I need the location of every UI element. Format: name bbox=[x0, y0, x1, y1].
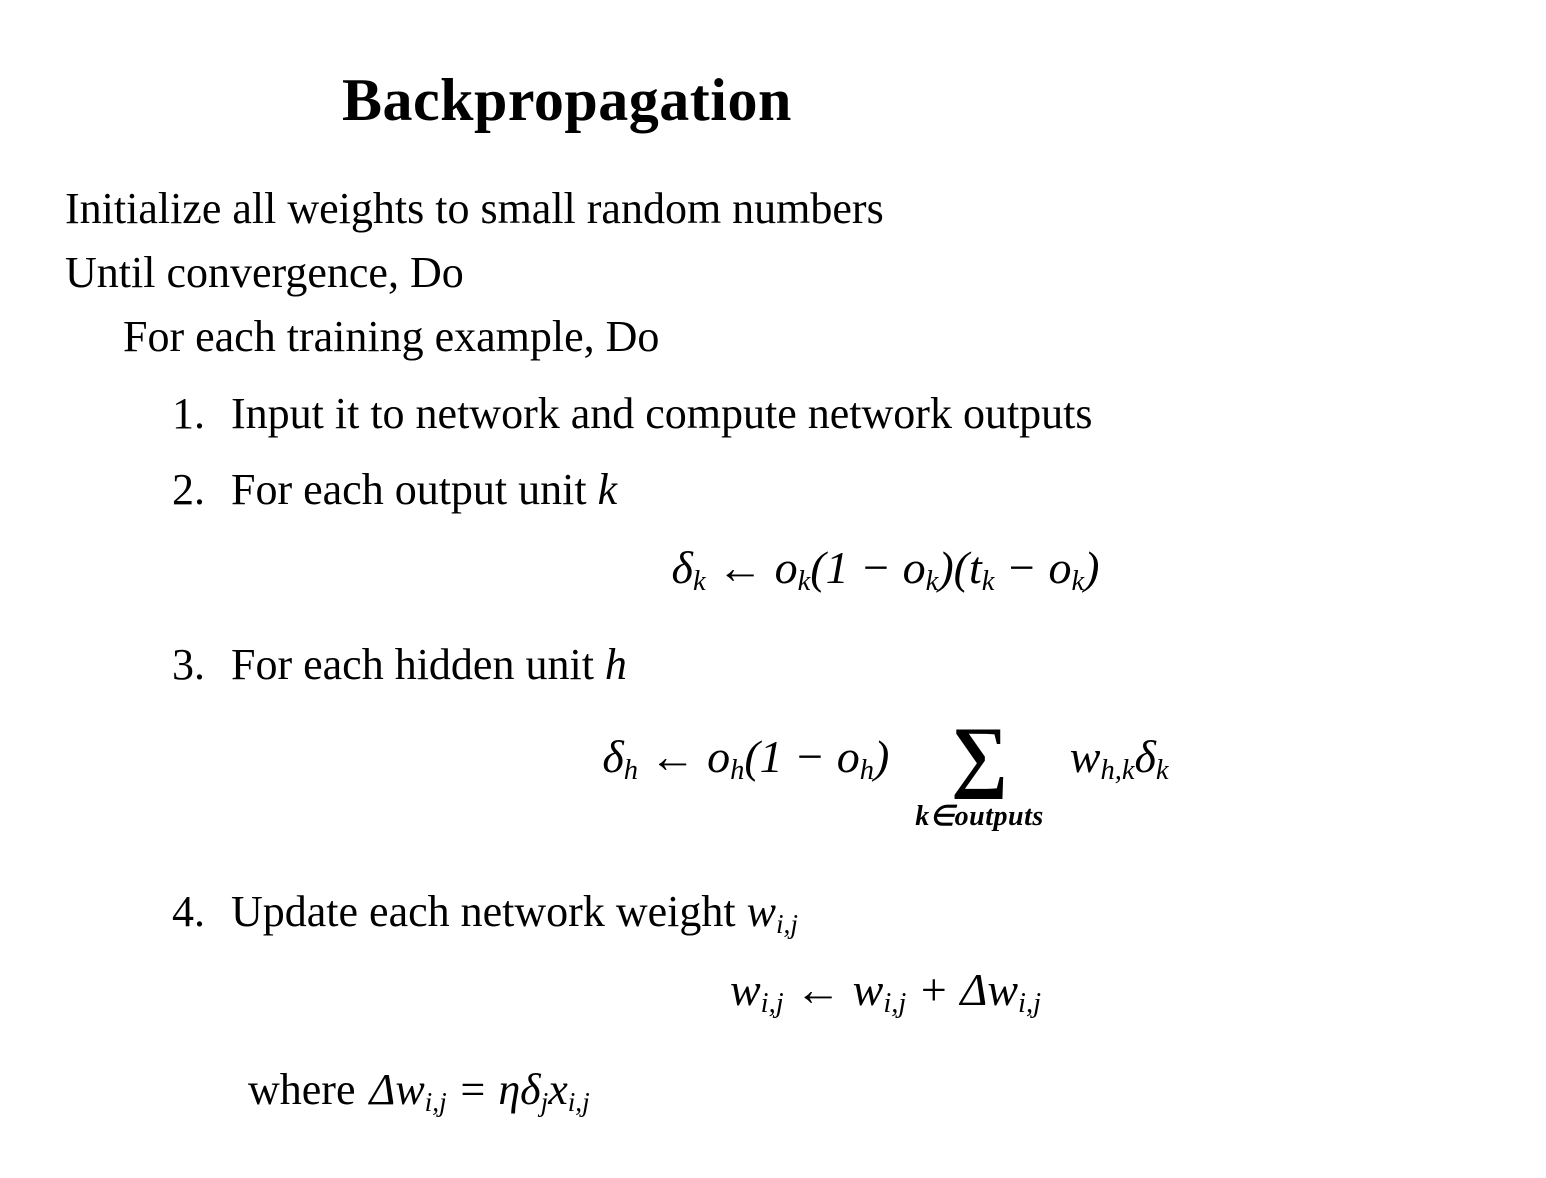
formula-output-delta: δk ← ok(1 − ok)(tk − ok) bbox=[671, 542, 1100, 598]
step-1-text: Input it to network and compute network … bbox=[231, 389, 1093, 438]
step-4-math-weight: wi,j bbox=[746, 886, 798, 939]
summation-block: ∑ k∈outputs bbox=[915, 712, 1044, 833]
slide-title: Backpropagation bbox=[342, 67, 792, 133]
step-3-number: 3. bbox=[172, 640, 205, 689]
formula-hidden-delta-right: wh,kδk bbox=[1069, 730, 1169, 786]
sigma-sum-symbol: ∑ bbox=[951, 712, 1009, 800]
where-clause: where Δwi,j = ηδjxi,j bbox=[248, 1063, 1506, 1117]
formula-delta-rule: Δwi,j = ηδjxi,j bbox=[369, 1064, 590, 1117]
step-4: 4. Update each network weight wi,j bbox=[172, 887, 1506, 937]
step-3-math-variable-h: h bbox=[604, 640, 627, 689]
formula-hidden-delta: δh ← oh(1 − oh) ∑ k∈outputs wh,kδk bbox=[65, 700, 1506, 831]
step-4-number: 4. bbox=[172, 886, 205, 936]
step-2-text: For each output unit bbox=[231, 465, 587, 514]
step-3: 3. For each hidden unit h bbox=[172, 640, 1506, 690]
algorithm-line-until-convergence: Until convergence, Do bbox=[65, 248, 464, 297]
step-1: 1. Input it to network and compute networ… bbox=[172, 389, 1506, 439]
step-4-text: Update each network weight bbox=[231, 886, 736, 936]
step-1-number: 1. bbox=[172, 389, 205, 438]
summation-limits: k∈outputs bbox=[915, 800, 1044, 832]
step-2-number: 2. bbox=[172, 465, 205, 514]
formula-hidden-delta-left: δh ← oh(1 − oh) bbox=[602, 730, 890, 786]
step-2: 2. For each output unit k bbox=[172, 465, 1506, 515]
formula-weight-update: wi,j ← wi,j + Δwi,j bbox=[729, 963, 1042, 1019]
algorithm-line-initialize: Initialize all weights to small random n… bbox=[65, 184, 884, 233]
algorithm-line-foreach-example: For each training example, Do bbox=[123, 312, 660, 361]
step-2-math-variable-k: k bbox=[597, 465, 618, 514]
step-3-text: For each hidden unit bbox=[231, 640, 594, 689]
where-label: where bbox=[248, 1064, 356, 1114]
